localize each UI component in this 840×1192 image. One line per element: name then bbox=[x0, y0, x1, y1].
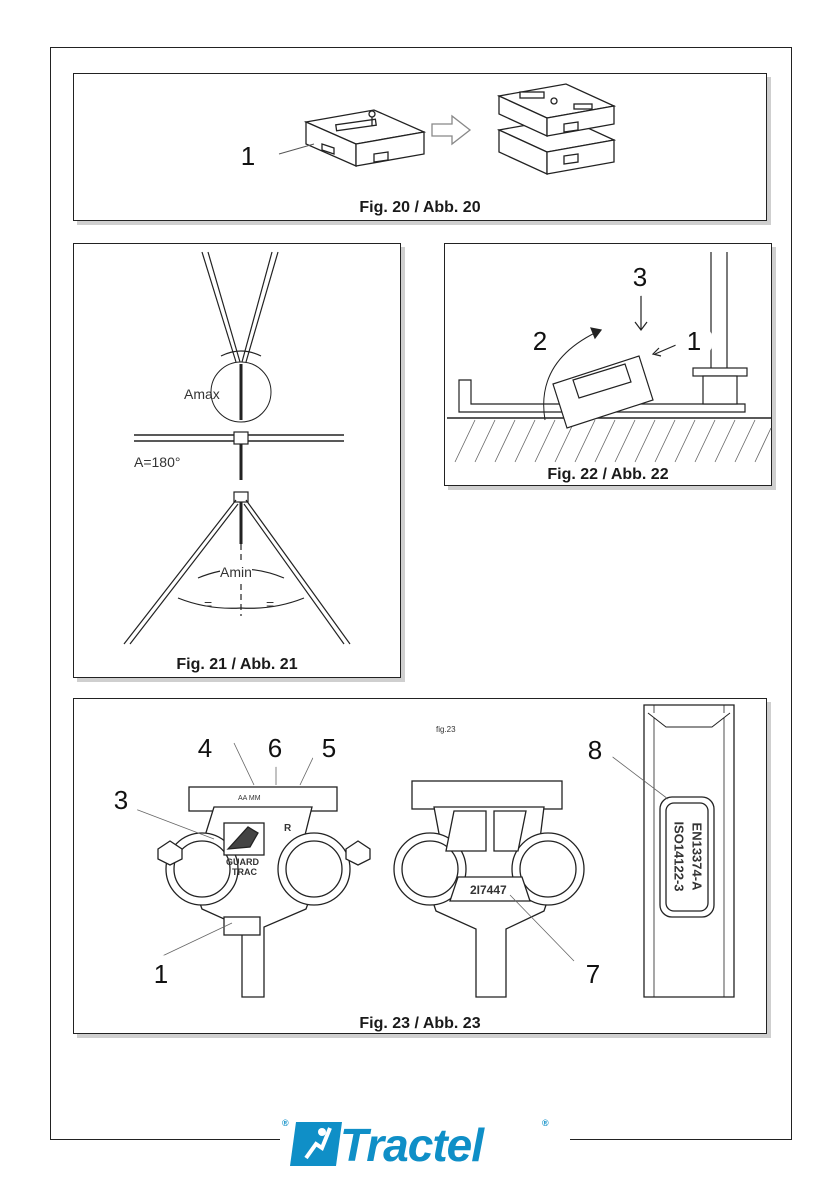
fig20-callout-1: 1 bbox=[229, 137, 267, 175]
fig22-callout-1: 1 bbox=[675, 322, 713, 360]
fig23-callout-3: 3 bbox=[102, 781, 140, 819]
figure-23: fig.23 AA MM R GUARD TRAC 2I7447 EN13374… bbox=[73, 698, 767, 1034]
fig23-marking-size: AA MM bbox=[238, 795, 261, 802]
fig23-marking-r: R bbox=[284, 823, 291, 834]
fig23-callout-8: 8 bbox=[576, 731, 614, 769]
fig22-callout-3: 3 bbox=[621, 258, 659, 296]
figure-22: 3 2 1 Fig. 22 / Abb. 22 bbox=[444, 243, 772, 486]
fig23-marking-brand-1: GUARD bbox=[226, 857, 259, 867]
logo-text: Tractel bbox=[340, 1118, 483, 1172]
fig22-callout-2: 2 bbox=[521, 322, 559, 360]
fig20-leader-line bbox=[279, 144, 314, 154]
fig21-label-a180: A=180° bbox=[134, 454, 180, 470]
fig21-eq-right: = bbox=[266, 596, 274, 612]
fig21-label-amax: Amax bbox=[184, 386, 220, 402]
figure-20: 1 Fig. 20 / Abb. 20 bbox=[73, 73, 767, 221]
fig23-drawing bbox=[74, 699, 768, 1035]
fig23-caption: Fig. 23 / Abb. 23 bbox=[74, 1015, 766, 1033]
fig23-callout-6: 6 bbox=[256, 729, 294, 767]
brand-logo: ® Tractel ® bbox=[280, 1116, 570, 1172]
fig21-drawing bbox=[74, 244, 402, 679]
fig21-label-amin: Amin bbox=[220, 564, 252, 580]
fig23-marking-serial: 2I7447 bbox=[470, 883, 507, 897]
fig23-callout-4: 4 bbox=[186, 729, 224, 767]
figure-21: Amax A=180° Amin = = Fig. 21 / Abb. 21 bbox=[73, 243, 401, 678]
fig22-drawing bbox=[445, 244, 773, 487]
fig23-marking-brand-2: TRAC bbox=[232, 867, 257, 877]
fig23-marking-std-2: ISO14122-3 bbox=[672, 802, 687, 912]
fig23-marking-std-1: EN13374-A bbox=[690, 802, 705, 912]
fig21-caption: Fig. 21 / Abb. 21 bbox=[74, 656, 400, 674]
logo-reg-mark-right: ® bbox=[542, 1118, 549, 1128]
fig23-small-tag: fig.23 bbox=[436, 725, 456, 734]
fig23-callout-1: 1 bbox=[142, 955, 180, 993]
fig20-caption: Fig. 20 / Abb. 20 bbox=[74, 199, 766, 217]
fig21-eq-left: = bbox=[204, 596, 212, 612]
climber-icon bbox=[286, 1118, 346, 1170]
fig22-caption: Fig. 22 / Abb. 22 bbox=[445, 466, 771, 484]
fig23-callout-5: 5 bbox=[310, 729, 348, 767]
arrow-icon bbox=[432, 116, 470, 144]
fig23-callout-7: 7 bbox=[574, 955, 612, 993]
logo-reg-mark-left: ® bbox=[282, 1118, 289, 1128]
